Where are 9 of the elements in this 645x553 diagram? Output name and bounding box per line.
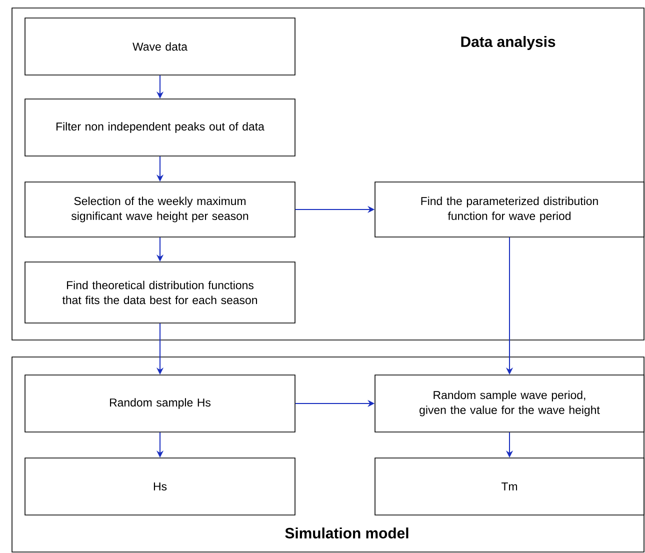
process-box: Selection of the weekly maximum significant wave height per season xyxy=(24,182,296,238)
process-box: Find theoretical distribution functions that fits the data best for each season xyxy=(24,262,296,324)
process-box: Wave data xyxy=(24,18,296,76)
process-box: Find the parameterized distribution function for wave period xyxy=(374,182,644,238)
process-box: Random sample wave period, given the value for the wave height xyxy=(374,374,644,432)
process-box: Hs xyxy=(24,458,296,516)
process-box: Random sample Hs xyxy=(24,374,296,432)
process-box: Tm xyxy=(374,458,644,516)
process-box: Filter non independent peaks out of data xyxy=(24,98,296,156)
